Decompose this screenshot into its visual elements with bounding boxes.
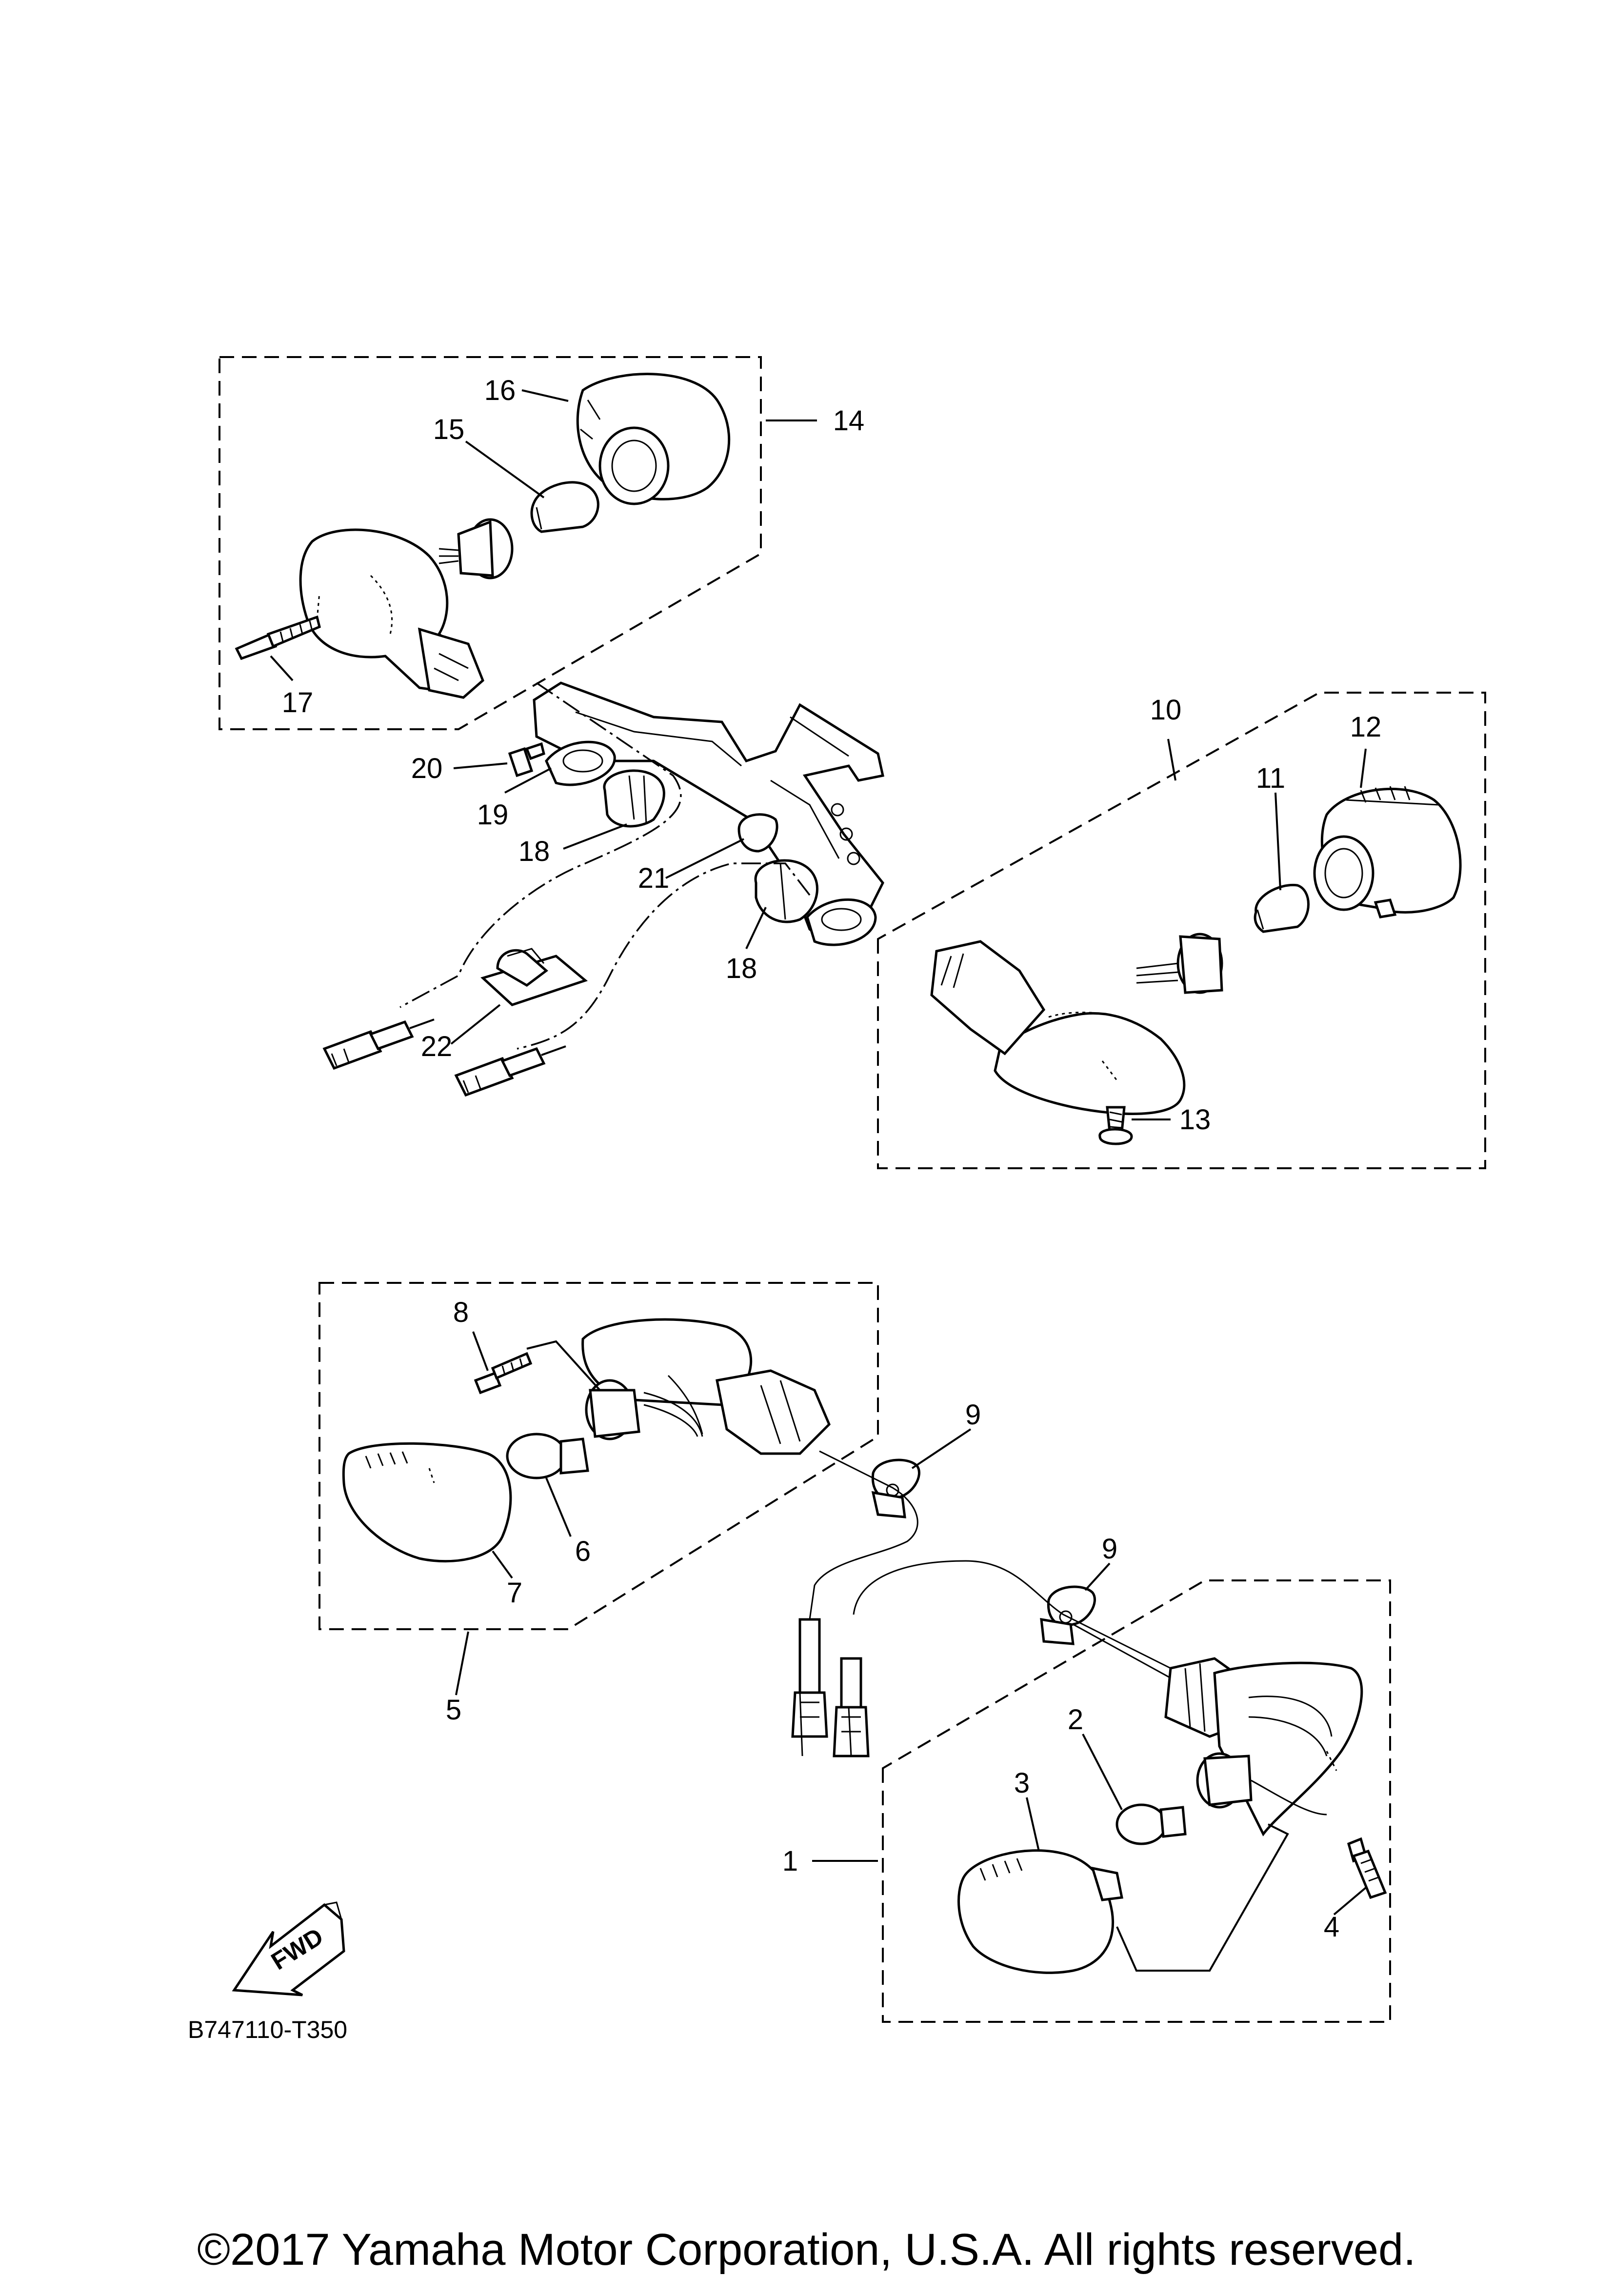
socket-5 <box>585 1379 703 1440</box>
fwd-arrow: FWD <box>232 1901 345 1997</box>
turn-signal-assembly-1 <box>957 1657 1387 1974</box>
clamp-21 <box>737 813 778 853</box>
screw-4 <box>1347 1837 1387 1899</box>
callout-20: 20 <box>411 753 443 784</box>
screw-17 <box>235 592 321 660</box>
copyright-notice: ©2017 Yamaha Motor Corporation, U.S.A. A… <box>197 2225 1416 2275</box>
grommet-19 <box>545 740 616 786</box>
bulb-2 <box>1115 1803 1187 1845</box>
harness-wire-lower-b <box>853 1560 1181 1674</box>
housing-1 <box>1213 1661 1363 1837</box>
bracket-stay <box>533 681 884 946</box>
lens-7 <box>342 1442 512 1563</box>
connector-left-a <box>322 1018 435 1070</box>
socket-14 <box>438 518 514 579</box>
turn-signal-assembly-5 <box>342 1318 831 1563</box>
callout-19: 19 <box>477 799 509 831</box>
callout-2: 2 <box>1068 1704 1083 1736</box>
connector-lower-a <box>791 1618 828 1738</box>
grommet-lower <box>806 898 877 946</box>
callout-9-left: 9 <box>965 1399 981 1431</box>
callout-14: 14 <box>833 405 865 437</box>
callout-13: 13 <box>1179 1104 1211 1136</box>
clip-22 <box>480 948 588 1006</box>
callout-3: 3 <box>1014 1767 1030 1799</box>
harness-wire-lower-a <box>809 1450 918 1620</box>
group-box-14 <box>219 356 762 730</box>
socket-1 <box>1196 1752 1327 1816</box>
bulb-15 <box>530 481 599 533</box>
callout-5: 5 <box>446 1694 461 1726</box>
leader-lines <box>270 389 1367 1916</box>
bulb-6 <box>506 1433 589 1479</box>
callout-4: 4 <box>1324 1911 1339 1943</box>
callout-7: 7 <box>507 1577 522 1609</box>
clamp-18-lower <box>754 859 818 923</box>
housing-10 <box>994 1012 1186 1116</box>
callout-1: 1 <box>782 1845 798 1877</box>
group-box-10 <box>877 692 1486 1169</box>
callout-10: 10 <box>1150 694 1182 726</box>
callout-15: 15 <box>433 414 465 445</box>
clamp-18-upper <box>603 769 665 828</box>
grommet-9-left <box>871 1458 920 1518</box>
callout-11: 11 <box>1256 762 1285 794</box>
callout-18-lower: 18 <box>726 953 757 984</box>
callout-18-upper: 18 <box>518 836 550 867</box>
connector-left-b <box>454 1045 566 1097</box>
callout-21: 21 <box>638 862 670 894</box>
callout-17: 17 <box>282 687 314 719</box>
socket-10 <box>1136 933 1223 994</box>
lens-3 <box>957 1849 1114 1974</box>
callout-8: 8 <box>453 1297 469 1328</box>
screw-8 <box>474 1352 533 1395</box>
turn-signal-assembly-10 <box>930 786 1462 1145</box>
harness-line-lower <box>517 862 811 1050</box>
callout-16: 16 <box>484 375 516 406</box>
bulb-11 <box>1254 883 1310 933</box>
callout-9-right: 9 <box>1102 1533 1117 1565</box>
callout-22: 22 <box>421 1031 453 1062</box>
group-box-1 <box>882 1579 1391 2023</box>
connector-lower-b <box>833 1657 870 1757</box>
turn-signal-assembly-14 <box>235 373 731 699</box>
callout-12: 12 <box>1350 711 1382 743</box>
grommet-9-right <box>1040 1585 1096 1645</box>
screw-13 <box>1098 1106 1133 1145</box>
diagram-code: B747110-T350 <box>188 2016 347 2043</box>
callout-6: 6 <box>575 1536 591 1567</box>
bolt-20 <box>508 742 545 778</box>
harness-line-upper <box>399 682 682 1008</box>
